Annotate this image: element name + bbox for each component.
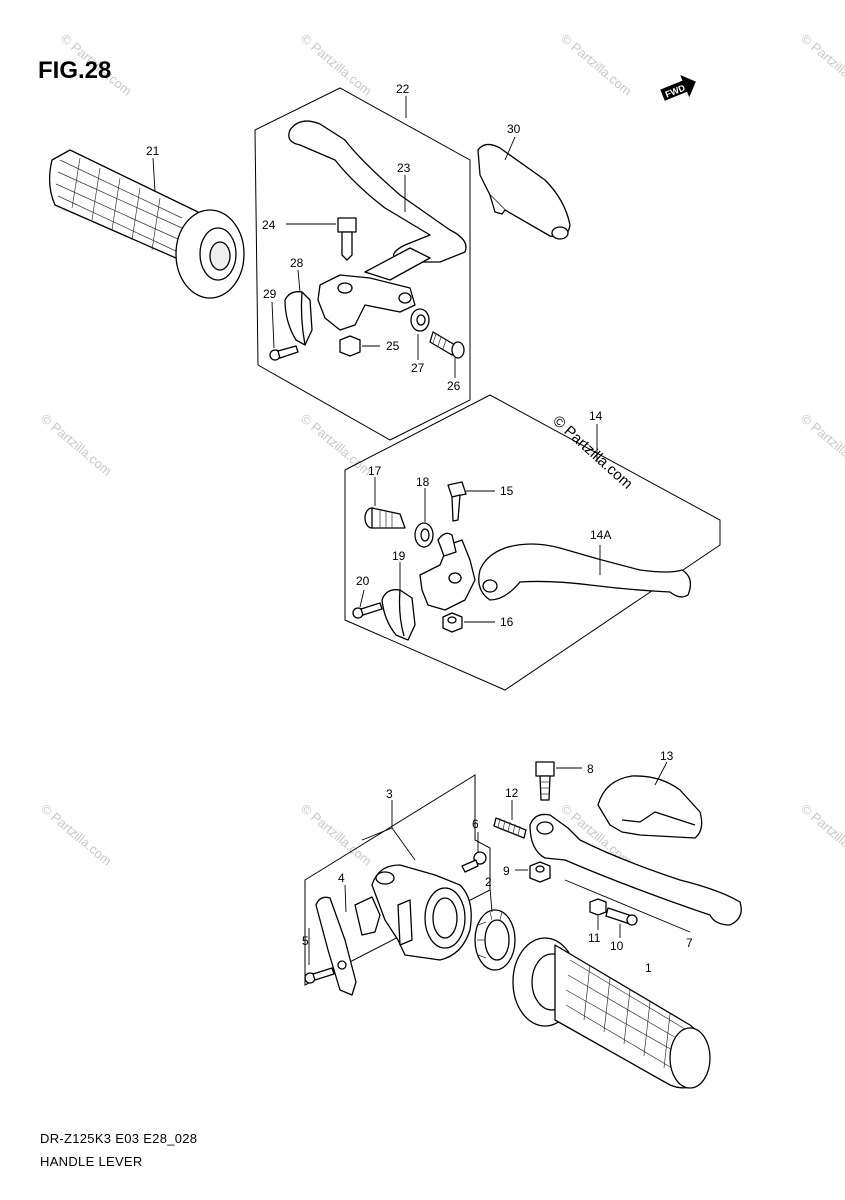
- callout-12: 12: [505, 786, 519, 800]
- callout-7: 7: [686, 936, 693, 950]
- callout-28: 28: [290, 256, 304, 270]
- callout-4: 4: [338, 871, 345, 885]
- model-code: DR-Z125K3 E03 E28_028: [40, 1131, 197, 1146]
- watermark: © Partzilla.com: [298, 31, 375, 99]
- watermark: © Partzilla.com: [298, 801, 375, 869]
- callout-1: 1: [645, 961, 652, 975]
- lever-holder: [317, 274, 416, 331]
- callout-6: 6: [472, 817, 479, 831]
- leader: [391, 827, 416, 861]
- callout-29: 29: [263, 287, 277, 301]
- screw-29: [269, 345, 299, 361]
- brake-lever-holder: [419, 532, 476, 611]
- callout-5: 5: [302, 934, 309, 948]
- assembly-box-14: [344, 394, 721, 691]
- watermark: © Partzilla.com: [798, 31, 845, 99]
- callout-17: 17: [368, 464, 382, 478]
- grip-1: [512, 937, 711, 1089]
- diagram-caption: HANDLE LEVER: [40, 1154, 143, 1169]
- callout-11: 11: [588, 931, 601, 945]
- pivot-bolt-24: [337, 217, 357, 261]
- nut-11: [589, 898, 607, 916]
- pivot-bolt-8: [535, 761, 555, 801]
- callout-13: 13: [660, 749, 674, 763]
- nut-16: [442, 612, 463, 633]
- assembly-box-22: [254, 87, 471, 441]
- leader: [504, 136, 516, 161]
- callout-24: 24: [262, 218, 276, 232]
- leader: [344, 884, 347, 913]
- callout-26: 26: [447, 379, 461, 393]
- watermark: © Partzilla.com: [798, 801, 845, 869]
- callout-20: 20: [356, 574, 370, 588]
- screw-5a: [304, 967, 335, 984]
- leader: [359, 589, 365, 608]
- callout-22: 22: [396, 82, 410, 96]
- watermark: © Partzilla.com: [38, 801, 115, 869]
- pivot-bolt-15: [447, 481, 467, 522]
- leader: [489, 887, 493, 913]
- callout-10: 10: [610, 939, 624, 953]
- leader: [361, 827, 393, 841]
- callout-18: 18: [416, 475, 430, 489]
- leader: [654, 761, 668, 786]
- figure-title: FIG.28: [38, 57, 111, 84]
- callout-14a: 14A: [590, 528, 611, 542]
- callout-14: 14: [589, 409, 603, 423]
- callout-27: 27: [411, 361, 425, 375]
- callout-9: 9: [503, 864, 510, 878]
- front-brake-lever-7: [529, 813, 742, 926]
- watermark-large: © Partzilla.com: [549, 412, 635, 492]
- locknut-18: [414, 522, 434, 548]
- spring-12: [493, 817, 527, 839]
- clamp-plate-5: [315, 896, 357, 996]
- clutch-lever-23: [288, 120, 467, 281]
- screw-10: [605, 907, 638, 926]
- leader: [152, 157, 156, 193]
- throttle-pulley-2: [474, 909, 516, 971]
- nut-9: [529, 861, 551, 883]
- cable-guide-4: [354, 896, 381, 936]
- callout-16: 16: [500, 615, 514, 629]
- watermark: © Partzilla.com: [798, 411, 845, 479]
- callout-21: 21: [146, 144, 160, 158]
- callout-3: 3: [386, 787, 393, 801]
- assembly-box-3: [304, 774, 491, 986]
- screw-6: [461, 851, 487, 873]
- callout-8: 8: [587, 762, 594, 776]
- callout-23: 23: [397, 161, 411, 175]
- leader: [564, 879, 691, 933]
- leader: [271, 301, 275, 349]
- clamp-28: [284, 291, 313, 346]
- callout-19: 19: [392, 549, 406, 563]
- watermark: © Partzilla.com: [38, 411, 115, 479]
- locknut-27: [410, 308, 430, 332]
- clamp-19: [381, 589, 416, 641]
- grip-21: [48, 149, 245, 299]
- brake-lever-14a: [478, 543, 692, 601]
- callout-30: 30: [507, 122, 521, 136]
- lever-cover-30: [477, 143, 571, 240]
- lever-cover-13: [597, 775, 703, 839]
- callout-2: 2: [485, 875, 492, 889]
- adjuster-26: [429, 331, 465, 359]
- adjuster-17: [364, 507, 406, 529]
- callout-15: 15: [500, 484, 514, 498]
- callout-25: 25: [386, 339, 400, 353]
- throttle-case-3: [371, 864, 472, 961]
- leader: [297, 269, 301, 293]
- fwd-label: FWD: [664, 82, 687, 99]
- watermark: © Partzilla.com: [558, 31, 635, 99]
- nut-25: [339, 335, 361, 357]
- screw-20: [352, 602, 383, 619]
- fwd-arrow-icon: FWD: [660, 75, 696, 101]
- watermark: © Partzilla.com: [298, 411, 375, 479]
